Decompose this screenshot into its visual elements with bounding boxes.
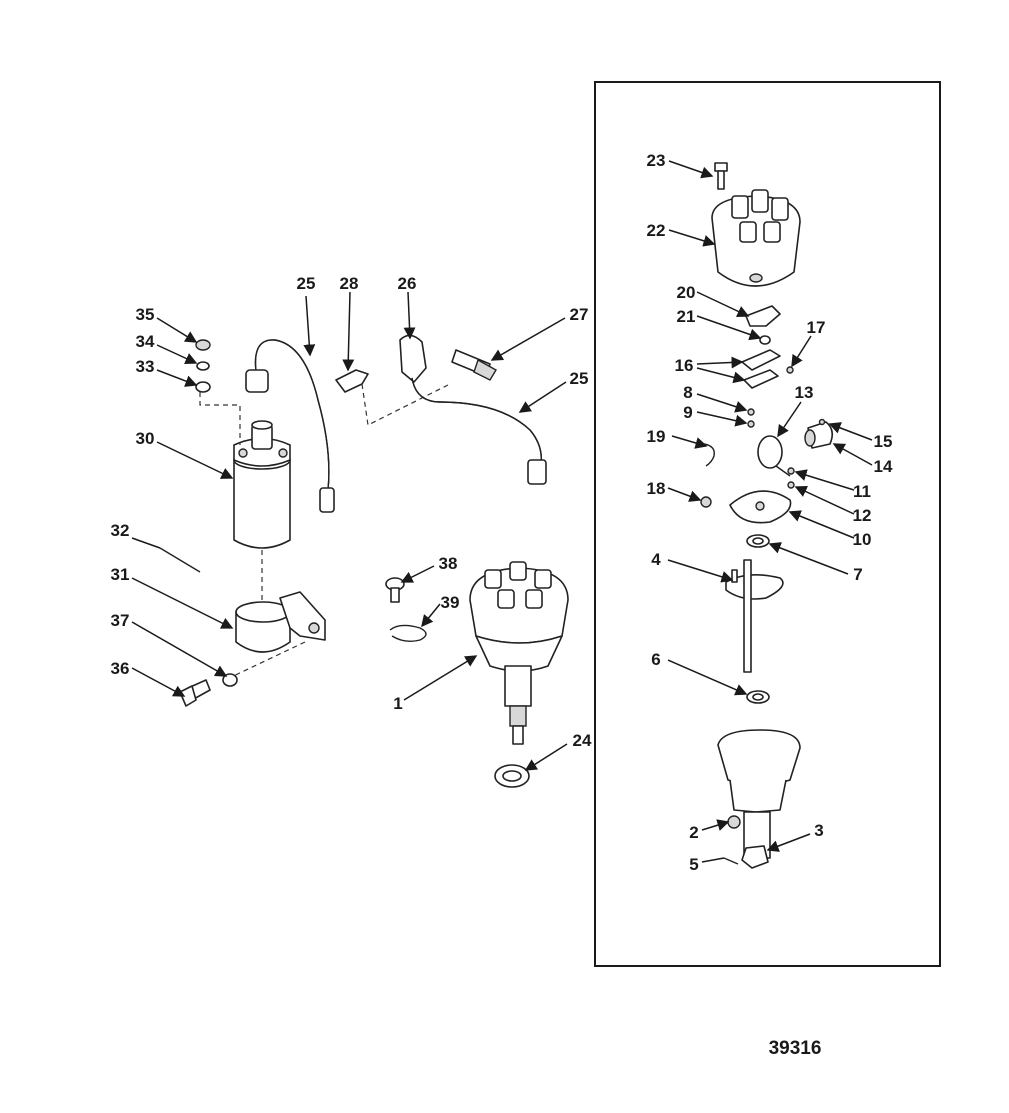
callout: 2 <box>689 823 698 842</box>
callout-labels: 1 2 3 4 5 6 7 8 9 10 11 12 13 14 15 16 1… <box>111 151 893 874</box>
distributor-lead-25-part <box>411 377 547 485</box>
callout: 16 <box>675 356 694 375</box>
callout: 35 <box>136 305 155 324</box>
callout: 36 <box>111 659 130 678</box>
condenser-14-part <box>804 421 834 449</box>
coil-bracket-part <box>235 591 326 653</box>
callout: 39 <box>441 593 460 612</box>
callout: 11 <box>853 482 871 501</box>
washer-12-part <box>787 481 795 489</box>
callout: 12 <box>853 506 872 525</box>
rotor-20-part <box>745 305 781 327</box>
callout: 38 <box>439 554 458 573</box>
washer-7-part <box>746 534 770 548</box>
callout: 37 <box>111 611 130 630</box>
callout: 4 <box>651 550 661 569</box>
callout: 13 <box>795 383 814 402</box>
screw-15-part <box>818 418 826 426</box>
mainshaft-4-part <box>725 559 784 673</box>
spring-8-part <box>747 408 755 416</box>
module-13-part <box>757 435 791 477</box>
callout: 19 <box>647 427 666 446</box>
wire-19-part <box>703 443 715 467</box>
drawing-number: 39316 <box>768 1038 822 1059</box>
callout: 21 <box>677 307 696 326</box>
distributor-cap-22-part <box>711 189 801 287</box>
pin-9-part <box>747 420 755 428</box>
distributor-assembly-part <box>469 561 569 745</box>
callout: 20 <box>677 283 696 302</box>
callout: 25 <box>570 369 589 388</box>
callout: 7 <box>853 565 862 584</box>
callout: 17 <box>807 318 826 337</box>
coil-lead-25-part <box>245 339 335 513</box>
coil-stud-guide <box>199 392 241 445</box>
callout: 5 <box>689 855 698 874</box>
bolt-38-part <box>385 577 405 603</box>
callout: 14 <box>874 457 893 476</box>
gear-3-part <box>741 845 769 869</box>
spring-17-part <box>786 366 794 374</box>
clip-28-part <box>335 369 369 393</box>
washer-37-part <box>222 673 238 687</box>
callout: 26 <box>398 274 417 293</box>
callout: 25 <box>297 274 316 293</box>
boot-26-part <box>399 334 427 383</box>
leader-lines <box>131 160 873 863</box>
screw-11-part <box>787 467 795 475</box>
clip-39-part <box>389 624 427 643</box>
callout: 6 <box>651 650 660 669</box>
bolt-23-part <box>714 162 728 190</box>
nut-stack-part <box>195 339 211 393</box>
callout: 15 <box>874 432 893 451</box>
callout: 31 <box>111 565 130 584</box>
clip-guide <box>361 383 449 426</box>
plug-18-part <box>700 496 712 508</box>
callout: 9 <box>683 403 692 422</box>
callout: 18 <box>647 479 666 498</box>
distributor-service-box <box>594 81 941 967</box>
callout: 23 <box>647 151 666 170</box>
bracket-bolt-guide <box>224 641 306 681</box>
callout: 24 <box>573 731 592 750</box>
washer-6-part <box>746 690 770 704</box>
pin-5-part <box>723 857 739 865</box>
weights-16-part <box>741 349 781 389</box>
callout: 27 <box>570 305 589 324</box>
gear-pin-2-part <box>727 815 741 829</box>
callout: 1 <box>393 694 402 713</box>
callout: 28 <box>340 274 359 293</box>
callout: 22 <box>647 221 666 240</box>
callout: 34 <box>136 332 155 351</box>
callout: 33 <box>136 357 155 376</box>
callout: 10 <box>853 530 872 549</box>
callout: 32 <box>111 521 130 540</box>
housing-part <box>717 729 801 859</box>
callout: 30 <box>136 429 155 448</box>
sensor-27-part <box>451 349 497 381</box>
breaker-plate-10-part <box>729 490 792 524</box>
bolt-36-part <box>179 679 211 707</box>
gasket-24-part <box>494 764 530 788</box>
ignition-coil-part <box>233 420 291 549</box>
callout: 3 <box>814 821 823 840</box>
callout: 8 <box>683 383 692 402</box>
washer-21-part <box>759 335 771 345</box>
screw-32-part <box>159 547 201 573</box>
